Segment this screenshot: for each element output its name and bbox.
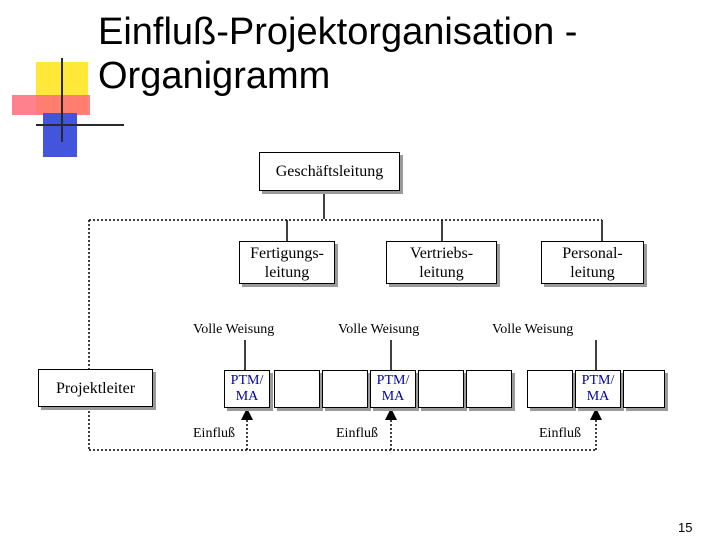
- blue-square-decoration: [43, 113, 77, 157]
- label-vertriebsleitung-2: leitung: [419, 263, 464, 281]
- vertical-line-decoration: [61, 58, 63, 142]
- box-personalleitung: Personal- leitung: [541, 241, 644, 284]
- label-vertriebsleitung-1: Vertriebs-: [409, 244, 474, 262]
- label-ptm-2a: PTM/: [376, 373, 410, 388]
- label-ptm-1a: PTM/: [230, 373, 264, 388]
- horizontal-line-decoration: [36, 124, 124, 126]
- label-volle-weisung-2: Volle Weisung: [338, 322, 420, 337]
- box-ptm-2: PTM/ MA: [370, 370, 416, 408]
- box-empty-4: [466, 370, 512, 408]
- box-vertriebsleitung: Vertriebs- leitung: [386, 241, 497, 284]
- box-geschaeftsleitung: Geschäftsleitung: [259, 152, 400, 191]
- label-einfluss-2: Einfluß: [336, 426, 378, 441]
- box-empty-2: [322, 370, 368, 408]
- box-fertigungsleitung: Fertigungs- leitung: [239, 241, 335, 284]
- red-bar-decoration: [12, 95, 90, 115]
- box-ptm-3: PTM/ MA: [575, 370, 621, 408]
- label-personalleitung-2: leitung: [570, 263, 615, 281]
- page-number: 15: [678, 520, 693, 535]
- label-fertigungsleitung-2: leitung: [264, 263, 310, 281]
- box-empty-3: [418, 370, 464, 408]
- label-ptm-3a: PTM/: [581, 373, 615, 388]
- box-projektleiter: Projektleiter: [38, 369, 153, 407]
- label-einfluss-3: Einfluß: [539, 426, 581, 441]
- box-empty-1: [274, 370, 320, 408]
- label-volle-weisung-1: Volle Weisung: [193, 322, 275, 337]
- box-empty-5: [527, 370, 573, 408]
- label-ptm-1b: MA: [235, 389, 259, 404]
- title-line-1: Einfluß-Projektorganisation -: [98, 11, 578, 53]
- box-ptm-1: PTM/ MA: [224, 370, 270, 408]
- label-fertigungsleitung-1: Fertigungs-: [250, 244, 324, 262]
- label-einfluss-1: Einfluß: [193, 426, 235, 441]
- label-projektleiter: Projektleiter: [55, 379, 136, 397]
- label-personalleitung-1: Personal-: [562, 244, 623, 262]
- label-ptm-2b: MA: [381, 389, 405, 404]
- label-ptm-3b: MA: [586, 389, 610, 404]
- title-line-2: Organigramm: [98, 55, 331, 97]
- box-empty-6: [623, 370, 665, 408]
- label-volle-weisung-3: Volle Weisung: [492, 322, 574, 337]
- label-geschaeftsleitung: Geschäftsleitung: [275, 163, 384, 180]
- slide-title: Einfluß-Projektorganisation - Organigram…: [98, 10, 698, 98]
